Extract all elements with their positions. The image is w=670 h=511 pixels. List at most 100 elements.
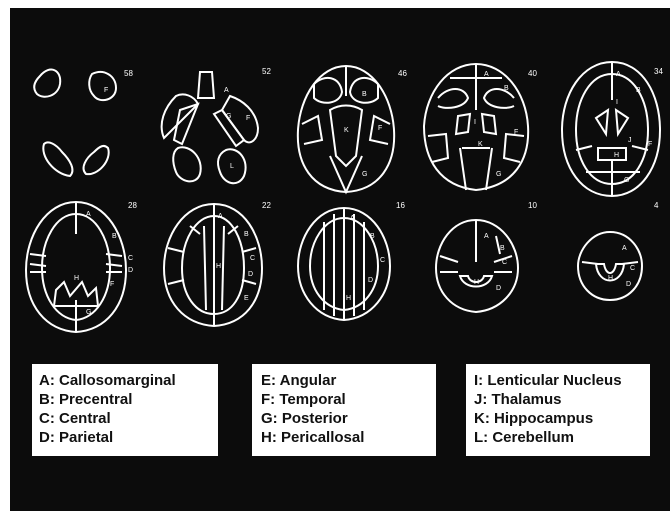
slice-40-letter-k: K bbox=[478, 141, 483, 148]
slice-28-letter-f: F bbox=[110, 281, 114, 288]
slice-34-letter-i: I bbox=[616, 99, 618, 106]
slice-34-letter-g: G bbox=[624, 177, 629, 184]
slice-level-4: 4 bbox=[654, 201, 659, 210]
slice-16-letter-a: A bbox=[350, 215, 355, 222]
slice-22-letter-h: H bbox=[216, 263, 221, 270]
slice-40-right-temporal bbox=[504, 134, 524, 162]
slice-34-letter-f: F bbox=[648, 141, 652, 148]
slice-34-letter-a: A bbox=[616, 71, 621, 78]
slice-4-letter-c: C bbox=[630, 265, 635, 272]
slice-40-letter-b: B bbox=[504, 85, 509, 92]
legend-box-e-h: E: Angular F: Temporal G: Posterior H: P… bbox=[252, 364, 436, 456]
slice-34-thalamus bbox=[598, 148, 626, 160]
legend-cerebellum: L: Cerebellum bbox=[474, 428, 650, 447]
slice-34-letter-j: J bbox=[628, 137, 632, 144]
legend-precentral: B: Precentral bbox=[39, 390, 218, 409]
slice-22-letter-b: B bbox=[244, 231, 249, 238]
slice-46-posterior bbox=[330, 156, 362, 192]
slice-40-left-temporal bbox=[428, 134, 448, 162]
slice-52-left-strip bbox=[174, 104, 198, 144]
legend-central: C: Central bbox=[39, 409, 218, 428]
slice-34-right-nucleus bbox=[616, 110, 628, 134]
slice-34-letter-h: H bbox=[614, 152, 619, 159]
slice-4-letter-a: A bbox=[622, 245, 627, 252]
slice-40-letter-a: A bbox=[484, 71, 489, 78]
slice-40-frontal-line bbox=[450, 64, 502, 110]
legend-box-a-d: A: Callosomarginal B: Precentral C: Cent… bbox=[32, 364, 218, 456]
slice-52-letter-l: L bbox=[230, 163, 234, 170]
legend-pericallosal: H: Pericallosal bbox=[261, 428, 436, 447]
slice-level-46: 46 bbox=[398, 69, 407, 78]
slice-28-letter-h: H bbox=[74, 275, 79, 282]
legend-thalamus: J: Thalamus bbox=[474, 390, 650, 409]
slice-40-right-nucleus bbox=[482, 114, 496, 134]
slice-22-letter-e: E bbox=[244, 295, 249, 302]
slice-40-right-frontal bbox=[484, 89, 514, 108]
slice-28-letter-c: C bbox=[128, 255, 133, 262]
slice-level-58: 58 bbox=[124, 69, 133, 78]
slice-level-22: 22 bbox=[262, 201, 271, 210]
slice-16 bbox=[298, 208, 390, 320]
slice-28-letter-d: D bbox=[128, 267, 133, 274]
slice-52-letter-a: A bbox=[224, 87, 229, 94]
slice-46-letter-b: B bbox=[362, 91, 367, 98]
slice-40-left-nucleus bbox=[456, 114, 470, 134]
slice-16-letter-b: B bbox=[370, 233, 375, 240]
slice-46-left-frontal bbox=[314, 78, 342, 103]
slice-4-letter-d: D bbox=[626, 281, 631, 288]
slice-58-right-frontal bbox=[89, 72, 116, 100]
legend-callosomarginal: A: Callosomarginal bbox=[39, 371, 218, 390]
slice-10-letter-c: C bbox=[502, 259, 507, 266]
slice-16-letter-h: H bbox=[346, 295, 351, 302]
slice-10-letter-h: H bbox=[474, 279, 479, 286]
slice-22-letter-a: A bbox=[218, 213, 223, 220]
legend-angular: E: Angular bbox=[261, 371, 436, 390]
slice-40 bbox=[424, 64, 528, 190]
slice-level-28: 28 bbox=[128, 201, 137, 210]
slice-46-letter-g: G bbox=[362, 171, 367, 178]
slice-46-letter-f: F bbox=[378, 125, 382, 132]
slice-52-letter-f: F bbox=[246, 115, 250, 122]
slice-16-letter-c: C bbox=[380, 257, 385, 264]
slice-16-columns bbox=[324, 208, 364, 320]
legend-box-i-l: I: Lenticular Nucleus J: Thalamus K: Hip… bbox=[466, 364, 650, 456]
slice-10-letter-a: A bbox=[484, 233, 489, 240]
slice-34-letter-b: B bbox=[636, 87, 641, 94]
legend-hippocampus: K: Hippocampus bbox=[474, 409, 650, 428]
slice-10-letter-d: D bbox=[496, 285, 501, 292]
slice-58-letter-f: F bbox=[104, 87, 108, 94]
slice-58-left-posterior bbox=[43, 142, 72, 176]
slice-46-core bbox=[330, 106, 362, 167]
slice-level-40: 40 bbox=[528, 69, 537, 78]
slice-58-right-posterior bbox=[84, 146, 109, 174]
slice-22 bbox=[164, 204, 262, 326]
slice-4-letter-h: H bbox=[608, 275, 613, 282]
slice-40-left-frontal bbox=[438, 89, 468, 108]
slice-28-letter-g: G bbox=[86, 309, 91, 316]
slice-22-letter-d: D bbox=[248, 271, 253, 278]
legend-posterior: G: Posterior bbox=[261, 409, 436, 428]
slice-level-10: 10 bbox=[528, 201, 537, 210]
slice-28-letter-b: B bbox=[112, 233, 117, 240]
slice-34 bbox=[562, 62, 660, 196]
slice-28-letter-a: A bbox=[86, 211, 91, 218]
slice-58 bbox=[34, 70, 116, 176]
slice-40-letter-f: F bbox=[514, 129, 518, 136]
slice-40-letter-i: I bbox=[474, 119, 476, 126]
slice-34-left-nucleus bbox=[596, 110, 608, 134]
slice-28-central bbox=[30, 254, 122, 272]
slice-52-medial bbox=[198, 72, 214, 98]
slice-46-left-central bbox=[302, 116, 322, 144]
legend-lenticular-nucleus: I: Lenticular Nucleus bbox=[474, 371, 650, 390]
slice-52-left-cerebellum bbox=[173, 147, 200, 181]
slice-40-letter-g: G bbox=[496, 171, 501, 178]
slice-4-sectors bbox=[582, 262, 638, 264]
slice-46-letter-k: K bbox=[344, 127, 349, 134]
slice-58-left-frontal bbox=[34, 70, 60, 97]
slice-level-16: 16 bbox=[396, 201, 405, 210]
slice-52-letter-g: G bbox=[226, 113, 231, 120]
legend-parietal: D: Parietal bbox=[39, 428, 218, 447]
slice-22-letter-c: C bbox=[250, 255, 255, 262]
slice-52 bbox=[162, 72, 258, 183]
